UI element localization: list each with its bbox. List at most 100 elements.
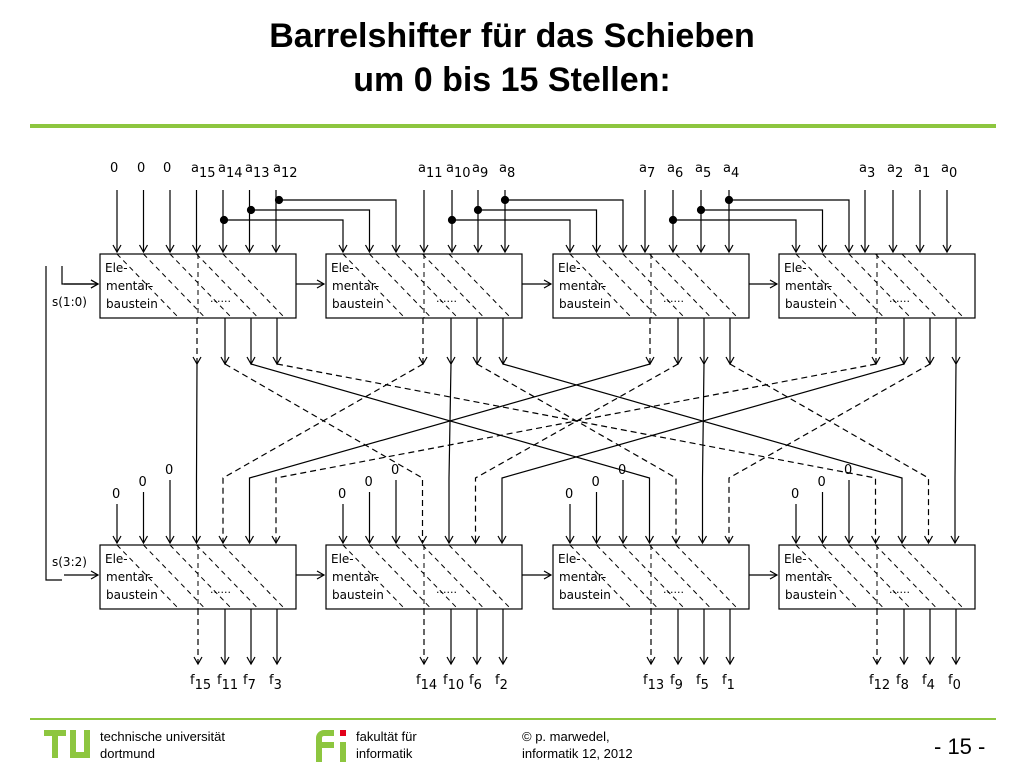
shuffle-wire <box>224 363 428 545</box>
input-label-a4: a4 <box>723 161 739 181</box>
input-label-0: 0 <box>110 161 118 176</box>
output-label-f3: f3 <box>269 673 282 693</box>
input-label-a6: a6 <box>667 161 683 181</box>
shuffle-wire <box>724 363 931 545</box>
input-label-a11: a11 <box>418 161 443 181</box>
output-label-f7: f7 <box>243 673 256 693</box>
shuffle-wire <box>244 363 651 545</box>
element-label: Ele-mentar-baustein <box>784 261 837 311</box>
carry-wire <box>729 199 854 254</box>
title-line-2: um 0 bis 15 Stellen: <box>353 61 671 99</box>
slide-title: Barrelshifter für das Schieben um 0 bis … <box>0 14 1024 102</box>
output-label-f11: f11 <box>217 673 238 693</box>
carry-wire <box>478 209 602 254</box>
shuffle-wire <box>697 363 708 545</box>
ellipsis-dots: ...... <box>210 583 231 596</box>
output-label-f4: f4 <box>922 673 935 693</box>
element-label: Ele-mentar-baustein <box>331 552 384 602</box>
zero-input-label: 0 <box>618 463 626 478</box>
ellipsis-dots: ...... <box>889 583 910 596</box>
input-label-a14: a14 <box>218 161 243 181</box>
university-line-1: technische universität <box>100 729 226 744</box>
faculty-name: fakultät für informatik <box>356 728 417 762</box>
shuffle-wire <box>444 363 454 545</box>
input-label-a0: a0 <box>941 161 957 181</box>
input-label-a3: a3 <box>859 161 875 181</box>
element-label: Ele-mentar-baustein <box>558 261 611 311</box>
input-label-a10: a10 <box>446 161 471 181</box>
ellipsis-dots: ...... <box>663 583 684 596</box>
copyright-line-2: informatik 12, 2012 <box>522 746 633 761</box>
footer-divider <box>30 718 996 720</box>
output-label-f12: f12 <box>869 673 890 693</box>
university-name: technische universität dortmund <box>100 728 225 762</box>
control-label-s10: s(1:0) <box>52 295 87 309</box>
faculty-line-2: informatik <box>356 746 413 761</box>
input-label-a5: a5 <box>695 161 711 181</box>
input-label-0: 0 <box>163 161 171 176</box>
zero-input-label: 0 <box>818 475 826 490</box>
shuffle-wire <box>729 363 934 545</box>
zero-input-label: 0 <box>112 487 120 502</box>
element-label: Ele-mentar-baustein <box>784 552 837 602</box>
shuffle-wire <box>497 363 905 545</box>
zero-input-label: 0 <box>365 475 373 490</box>
output-label-f9: f9 <box>670 673 683 693</box>
shuffle-wire <box>276 363 881 545</box>
shuffle-wire <box>250 363 655 545</box>
carry-wire <box>673 219 801 254</box>
carry-wire <box>701 209 828 254</box>
shuffle-wire <box>191 363 202 545</box>
faculty-line-1: fakultät für <box>356 729 417 744</box>
shuffle-wire <box>218 363 424 545</box>
control-bus <box>45 266 62 581</box>
carry-wire <box>224 219 348 254</box>
input-label-0: 0 <box>137 161 145 176</box>
zero-input-label: 0 <box>165 463 173 478</box>
title-line-1: Barrelshifter für das Schieben <box>269 17 755 55</box>
input-label-a1: a1 <box>914 161 930 181</box>
zero-input-label: 0 <box>391 463 399 478</box>
shuffle-wire <box>476 363 681 545</box>
shuffle-wire <box>950 363 960 545</box>
input-label-a7: a7 <box>639 161 655 181</box>
university-line-2: dortmund <box>100 746 155 761</box>
element-label: Ele-mentar-baustein <box>331 261 384 311</box>
input-label-a12: a12 <box>273 161 298 181</box>
zero-input-label: 0 <box>592 475 600 490</box>
ellipsis-dots: ...... <box>210 292 231 305</box>
output-label-f1: f1 <box>722 673 735 693</box>
control-label-s32: s(3:2) <box>52 555 87 569</box>
output-label-f2: f2 <box>495 673 508 693</box>
output-label-f6: f6 <box>469 673 482 693</box>
shuffle-wire <box>271 363 877 545</box>
output-label-f8: f8 <box>896 673 909 693</box>
zero-input-label: 0 <box>139 475 147 490</box>
shuffle-wire <box>470 363 679 545</box>
output-label-f14: f14 <box>416 673 437 693</box>
input-label-a2: a2 <box>887 161 903 181</box>
carry-wire <box>452 219 575 254</box>
output-label-f15: f15 <box>190 673 211 693</box>
zero-input-label: 0 <box>791 487 799 502</box>
zero-input-label: 0 <box>844 463 852 478</box>
control-stub <box>61 266 100 289</box>
output-label-f10: f10 <box>443 673 464 693</box>
output-label-f13: f13 <box>643 673 664 693</box>
ellipsis-dots: ...... <box>889 292 910 305</box>
input-label-a13: a13 <box>245 161 270 181</box>
zero-input-label: 0 <box>338 487 346 502</box>
input-label-a15: a15 <box>191 161 216 181</box>
copyright-line-1: © p. marwedel, <box>522 729 610 744</box>
page-number: - 15 - <box>934 734 986 759</box>
shuffle-wire <box>502 363 907 545</box>
input-label-a8: a8 <box>499 161 515 181</box>
zero-input-label: 0 <box>565 487 573 502</box>
output-label-f0: f0 <box>948 673 961 693</box>
title-divider <box>30 124 996 128</box>
tu-dortmund-logo <box>44 730 90 758</box>
fakultaet-informatik-logo <box>316 730 346 762</box>
copyright-notice: © p. marwedel, informatik 12, 2012 <box>522 728 633 762</box>
